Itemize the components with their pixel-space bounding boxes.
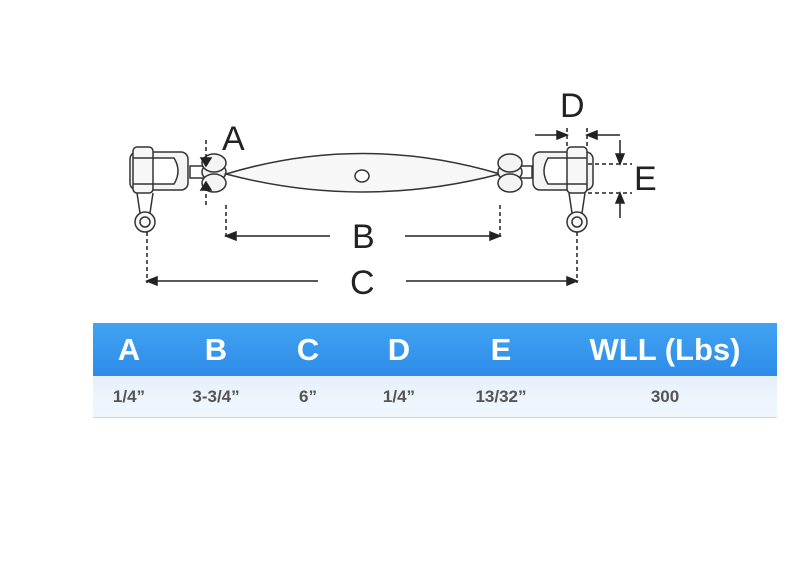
dimension-c-label: C	[350, 264, 375, 302]
right-jaw	[532, 146, 594, 233]
cell-d: 1/4”	[349, 376, 449, 418]
header-e: E	[449, 323, 553, 376]
header-c: C	[267, 323, 349, 376]
cell-e: 13/32”	[449, 376, 553, 418]
left-jaw	[129, 146, 189, 233]
dimension-c-marker	[144, 232, 580, 287]
dimension-e-label: E	[634, 160, 657, 198]
dimension-d-label: D	[560, 87, 585, 125]
dimension-e-marker	[588, 140, 632, 218]
dimension-b-label: B	[352, 218, 375, 256]
dimension-a-label: A	[222, 120, 245, 158]
right-nut	[497, 153, 533, 193]
dimension-a-marker	[199, 140, 213, 205]
cell-b: 3-3/4”	[165, 376, 267, 418]
spec-table: A B C D E WLL (Lbs) 1/4” 3-3/4” 6” 1/4” …	[93, 323, 777, 418]
cell-wll: 300	[553, 376, 777, 418]
header-d: D	[349, 323, 449, 376]
turnbuckle-diagram: A B C D E	[129, 87, 657, 302]
spec-header-row: A B C D E WLL (Lbs)	[93, 323, 777, 376]
header-b: B	[165, 323, 267, 376]
table-row: 1/4” 3-3/4” 6” 1/4” 13/32” 300	[93, 376, 777, 418]
cell-a: 1/4”	[93, 376, 165, 418]
header-wll: WLL (Lbs)	[553, 323, 777, 376]
dimension-d-marker	[535, 128, 620, 147]
dimension-b-marker	[223, 205, 503, 242]
header-a: A	[93, 323, 165, 376]
cell-c: 6”	[267, 376, 349, 418]
body-hole	[354, 169, 370, 183]
